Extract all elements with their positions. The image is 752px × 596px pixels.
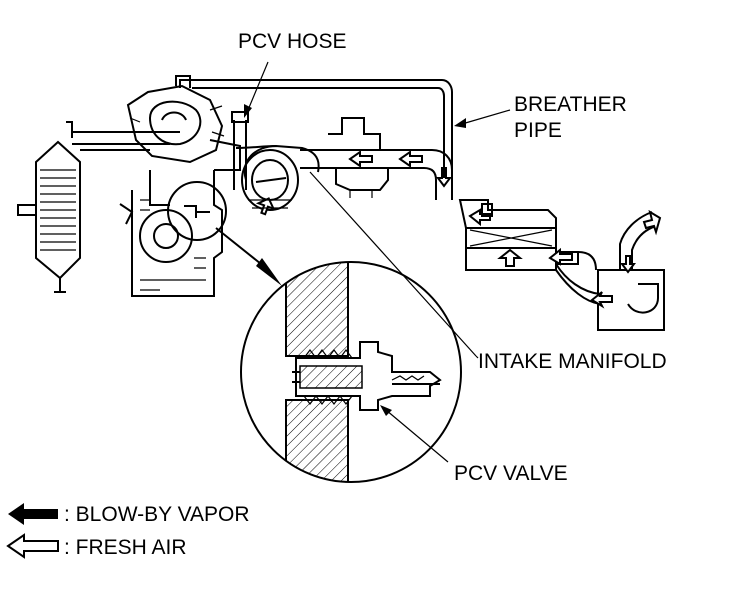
fresh-air-arrow-icon [6,533,59,559]
pcv-valve-detail [292,341,442,411]
detail-marker-circle [167,181,227,241]
intake-manifold-label: INTAKE MANIFOLD [478,350,667,373]
breather-pipe [179,79,453,178]
cylinder-head [126,75,225,164]
engine-block [119,170,223,297]
magnified-detail [215,227,462,483]
exhaust-pipe [72,131,180,151]
catalytic-converter [17,121,81,293]
pcv-valve-label: PCV VALVE [454,462,568,485]
legend: : BLOW-BY VAPOR : FRESH AIR [6,503,250,559]
pcv-valve-small [184,205,210,218]
pcv-hose-label: PCV HOSE [238,30,347,53]
air-cleaner [458,199,557,271]
legend-fresh-air-label: : FRESH AIR [64,536,187,559]
blow-by-vapor-arrow-icon [8,503,58,525]
fresh-air-inlet [548,209,665,331]
breather-pipe-label-line2: PIPE [514,119,562,142]
leader-lines [244,61,511,463]
legend-blow-by-label: : BLOW-BY VAPOR [64,503,250,526]
intake-duct [300,117,453,200]
throttle-body [241,144,320,216]
intake-runner [209,139,277,171]
breather-pipe-label-line1: BREATHER [514,93,627,116]
